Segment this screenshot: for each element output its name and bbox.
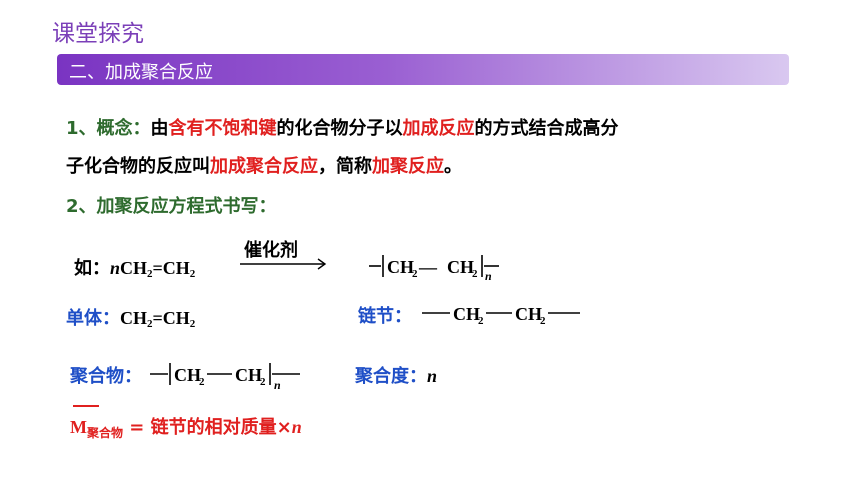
highlight-addition: 加成反应 xyxy=(402,118,475,139)
polymer-formula: CH 2 CH 2 n xyxy=(150,363,300,392)
monomer-ch2-a: CH xyxy=(120,308,147,328)
highlight-unsaturated: 含有不饱和键 xyxy=(168,118,277,139)
concept-text-3: 的方式结合成高分 xyxy=(474,118,619,139)
unit-ch2-b: CH xyxy=(515,304,542,324)
equation-ch2-b: CH xyxy=(162,258,190,278)
monomer-sub-b: 2 xyxy=(189,318,196,330)
product-ch2-right: CH xyxy=(447,257,474,277)
equation-reactant: 如：nCH2=CH2 xyxy=(74,254,195,280)
unit-sub-b: 2 xyxy=(540,315,546,327)
concept-text-1: 由 xyxy=(150,118,169,139)
page-title: 课堂探究 xyxy=(52,21,144,47)
concept-text-6: 。 xyxy=(444,156,462,177)
degree-row: 聚合度：n xyxy=(355,362,437,388)
polymer-n: n xyxy=(274,378,281,392)
highlight-short-name: 加聚反应 xyxy=(372,156,444,177)
unit-label: 链节： xyxy=(358,306,412,327)
monomer-label: 单体： xyxy=(66,308,120,329)
highlight-addition-polymerization: 加成聚合反应 xyxy=(210,156,318,177)
unit-sub-a: 2 xyxy=(478,315,484,327)
degree-label: 聚合度： xyxy=(355,366,427,387)
mass-m: M xyxy=(70,417,87,437)
section-header-bar: 二、加成聚合反应 xyxy=(57,54,789,85)
equation-prefix: 如： xyxy=(74,258,110,279)
equation-sub-b: 2 xyxy=(189,268,196,280)
polymer-sub-b: 2 xyxy=(260,376,266,388)
concept-label: 1、概念： xyxy=(66,118,151,139)
writing-heading: 2、加聚反应方程式书写： xyxy=(66,196,277,217)
mass-sub: 聚合物 xyxy=(87,426,124,440)
polymer-label: 聚合物： xyxy=(70,366,142,387)
equation-eq: = xyxy=(152,258,163,278)
polymer-sub-a: 2 xyxy=(199,376,205,388)
monomer-eq: = xyxy=(152,308,163,328)
reaction-arrow-icon xyxy=(240,258,327,270)
concept-text-2: 的化合物分子以 xyxy=(276,118,403,139)
concept-text-4: 子化合物的反应叫 xyxy=(66,156,210,177)
monomer-ch2-b: CH xyxy=(162,308,190,328)
concept-line-2: 子化合物的反应叫加成聚合反应，简称加聚反应。 xyxy=(66,152,462,178)
polymer-ch2-a: CH xyxy=(174,365,201,385)
monomer-row: 单体：CH2=CH2 xyxy=(66,304,195,330)
monomer-sub-a: 2 xyxy=(147,318,153,330)
catalyst-label: 催化剂 xyxy=(244,240,298,261)
section-title: 二、加成聚合反应 xyxy=(69,62,213,83)
product-sub-left: 2 xyxy=(412,268,418,280)
mass-rest: = 链节的相对质量× xyxy=(123,417,292,438)
equation-n: n xyxy=(110,258,121,278)
product-n: n xyxy=(485,269,492,282)
unit-formula: CH 2 CH 2 xyxy=(422,304,580,327)
product-sub-right: 2 xyxy=(472,268,478,280)
product-ch2-left: CH xyxy=(387,257,414,277)
mean-overline xyxy=(73,405,99,407)
equation-ch2-a: CH xyxy=(120,258,148,278)
product-dash: — xyxy=(418,257,438,277)
degree-n: n xyxy=(427,366,438,386)
mass-n: n xyxy=(291,417,302,437)
mass-formula: M聚合物 = 链节的相对质量×n xyxy=(70,413,302,441)
concept-line-1: 1、概念：由含有不饱和键的化合物分子以加成反应的方式结合成高分 xyxy=(66,114,619,140)
equation-sub-a: 2 xyxy=(147,268,153,280)
unit-ch2-a: CH xyxy=(453,304,480,324)
concept-text-5: ，简称 xyxy=(318,156,372,177)
polymer-ch2-b: CH xyxy=(235,365,262,385)
equation-product: CH 2 — CH 2 n xyxy=(369,255,499,282)
